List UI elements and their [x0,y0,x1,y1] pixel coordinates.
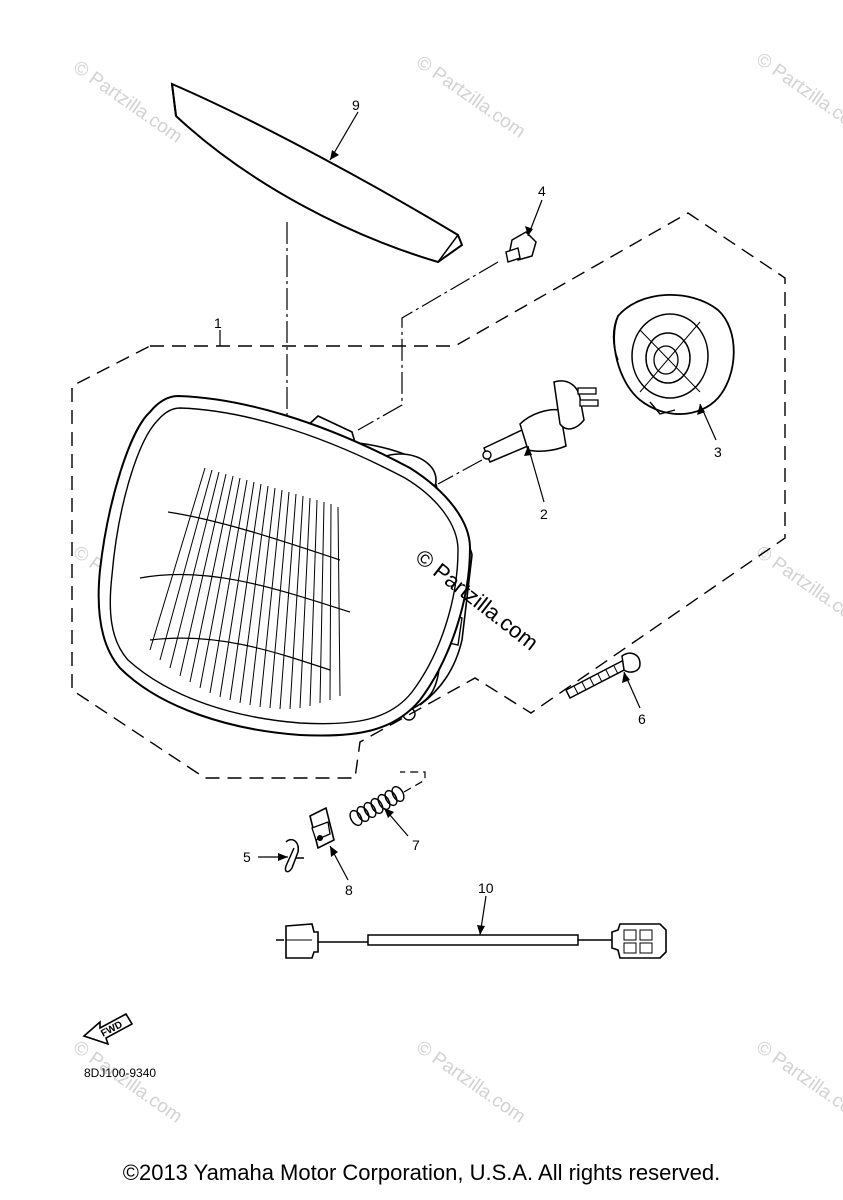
headlight-housing-part [97,394,473,737]
alignment-line [400,771,426,793]
watermark: © Partzilla.com [752,542,843,633]
alignment-line [437,459,483,485]
bulb-part [482,380,599,463]
wire-harness-part [276,923,667,959]
cotter-clip-part [284,838,304,873]
callout-10: 10 [478,880,494,896]
watermark: © Partzilla.com [69,57,186,148]
assembly-boundary [71,212,786,779]
grommet-part [505,231,537,263]
callout-3: 3 [714,444,722,460]
nut-clip-part [309,806,335,850]
adjusting-screw-part [564,652,641,700]
callout-7: 7 [412,837,420,853]
lens-pattern [149,467,341,710]
callout-4: 4 [538,183,546,199]
watermark: © Partzilla.com [752,49,843,140]
visor-strip-part [170,82,464,264]
copyright-notice: ©2013 Yamaha Motor Corporation, U.S.A. A… [122,1160,721,1185]
watermark: © Partzilla.com [752,1037,843,1128]
callout-8: 8 [345,882,353,898]
diagram-code: 8DJ100-9340 [84,1066,156,1080]
fwd-arrow-icon: FWD [82,1012,134,1046]
watermark: © Partzilla.com [412,1037,529,1128]
callout-1: 1 [214,315,222,331]
callout-5: 5 [243,849,251,865]
watermark: © Partzilla.com [412,52,529,143]
socket-cover-part [612,293,735,415]
callout-arrows [278,150,705,935]
callout-6: 6 [638,711,646,727]
callout-2: 2 [540,506,548,522]
spring-part [349,785,405,827]
fwd-label: FWD [99,1019,124,1039]
callout-9: 9 [352,97,360,113]
watermark: © Partzilla.com [69,1037,186,1128]
